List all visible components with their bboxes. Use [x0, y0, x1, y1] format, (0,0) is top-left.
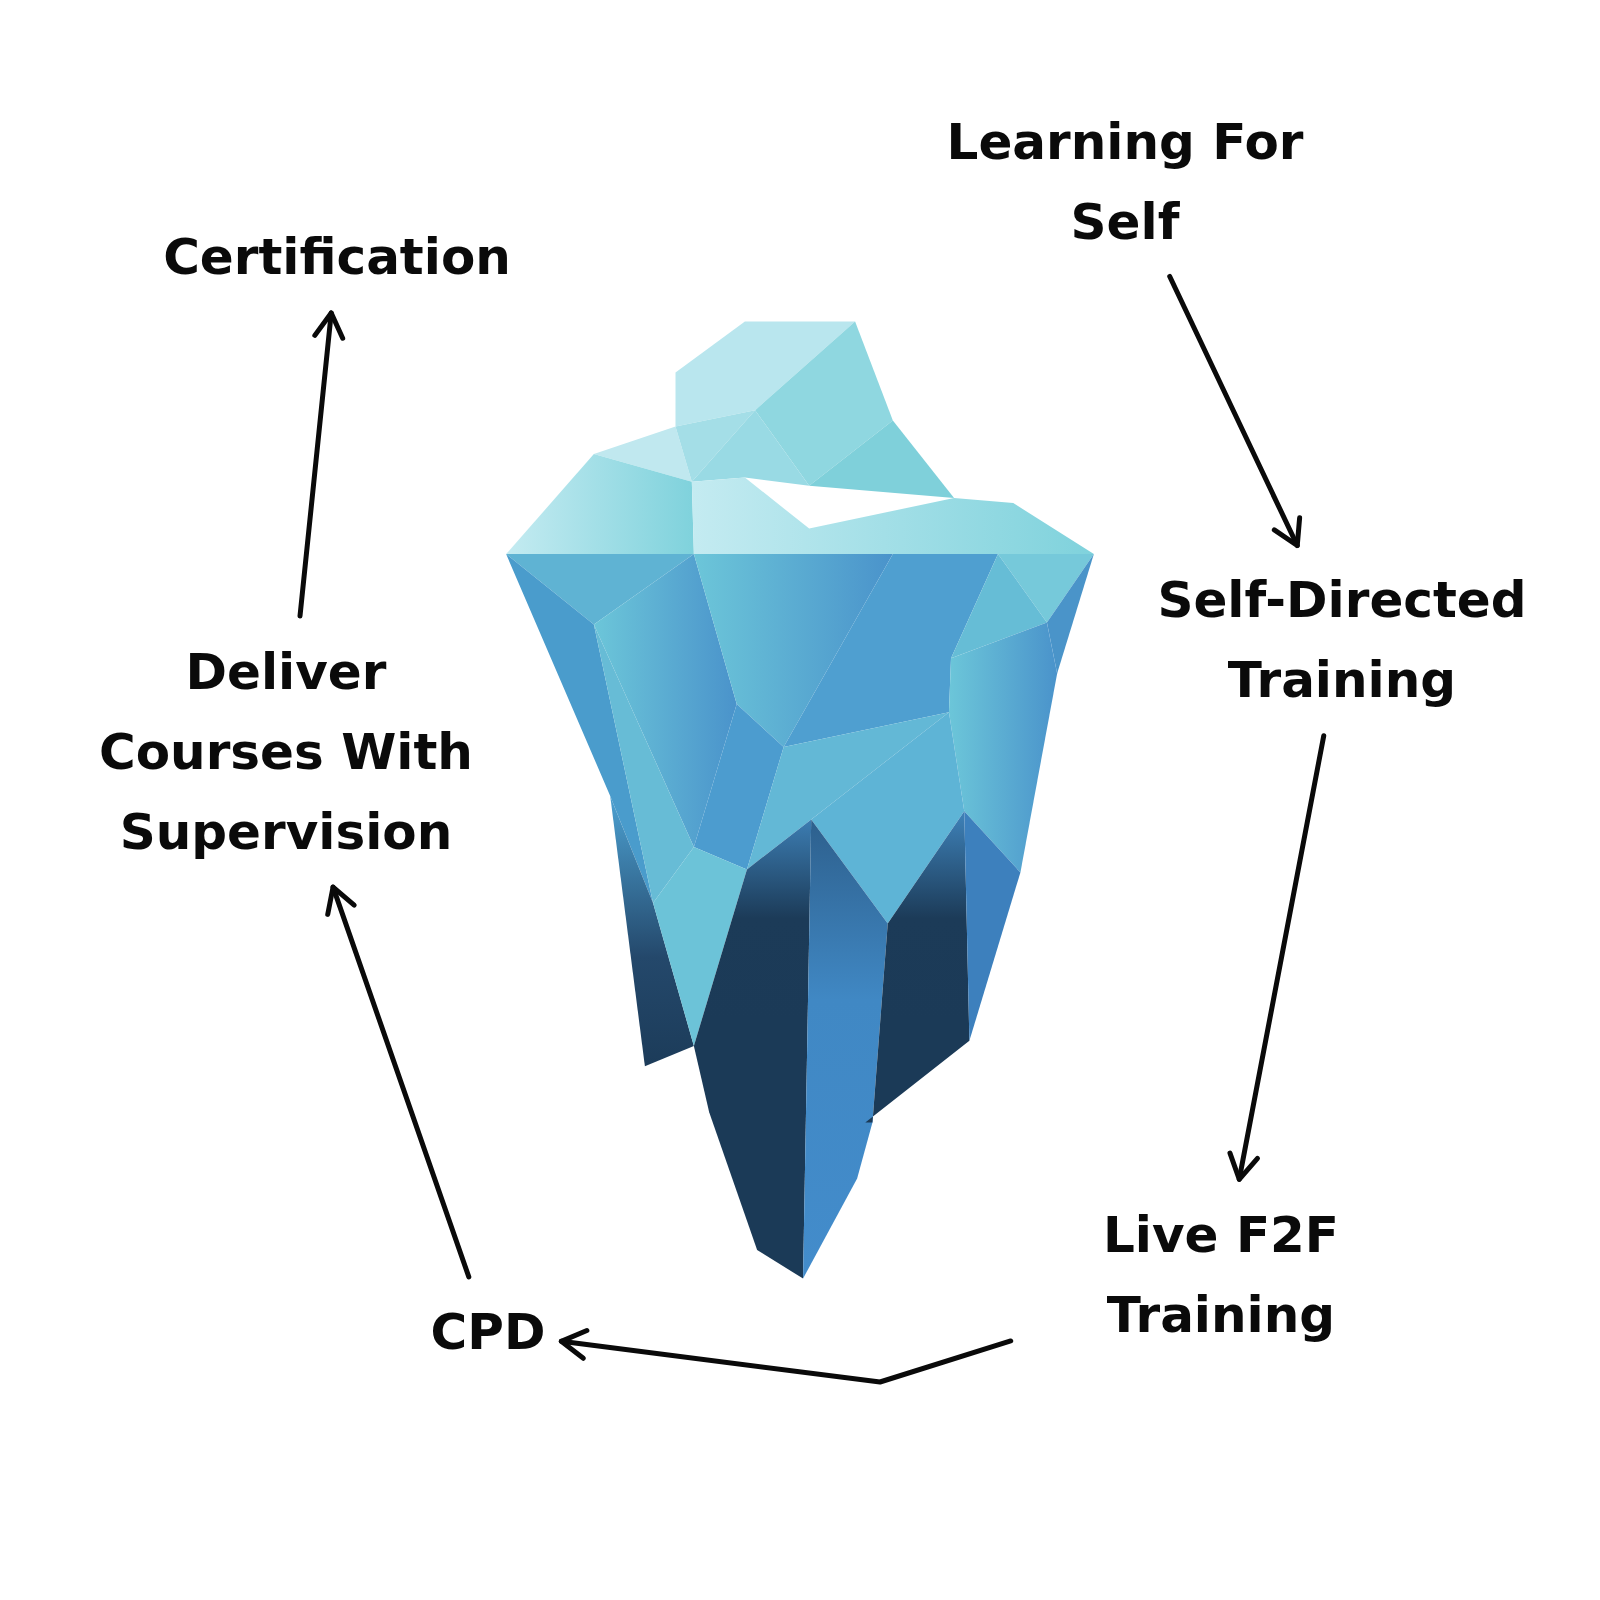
iceberg-facet: [692, 410, 809, 486]
cycle-step: Deliver Courses With Supervision: [91, 632, 481, 872]
iceberg-facet: [809, 420, 954, 498]
iceberg-facet: [803, 819, 888, 1278]
iceberg-facet: [865, 811, 969, 1122]
cycle-step: Learning For Self: [930, 102, 1320, 262]
cycle-arrow: [561, 1341, 1010, 1382]
cycle-arrow: [300, 313, 331, 616]
iceberg-facet: [694, 819, 811, 1278]
step-label: Self-Directed Training: [1147, 560, 1537, 720]
step-label: Live F2F Training: [1026, 1195, 1416, 1355]
cycle-step: Certification: [163, 217, 511, 297]
step-label: Deliver Courses With Supervision: [91, 632, 481, 872]
iceberg-facet: [964, 811, 1020, 1041]
iceberg-facet: [1047, 554, 1094, 673]
iceberg-facet: [506, 454, 694, 554]
step-label: Certification: [163, 217, 511, 297]
step-label: CPD: [431, 1292, 546, 1372]
cycle-arrow: [1239, 736, 1324, 1180]
cycle-step: CPD: [431, 1292, 546, 1372]
iceberg-facet: [594, 624, 694, 903]
iceberg-facet: [692, 478, 1094, 555]
cycle-step: Self-Directed Training: [1147, 560, 1537, 720]
step-label: Learning For Self: [930, 102, 1320, 262]
cycle-step: Live F2F Training: [1026, 1195, 1416, 1355]
cycle-arrow: [1170, 276, 1297, 545]
cycle-arrow: [333, 887, 469, 1277]
